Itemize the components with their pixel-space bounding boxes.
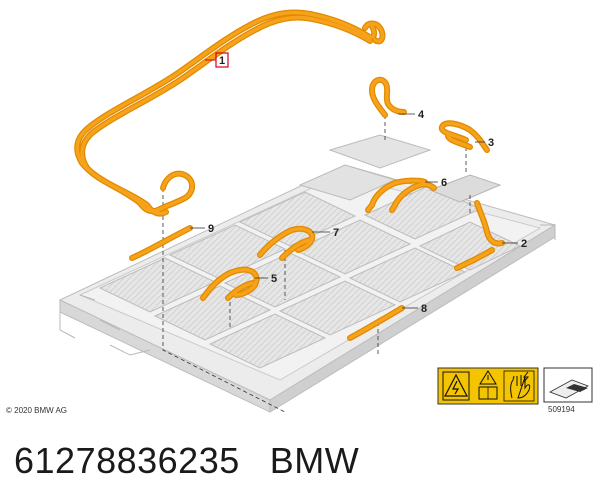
callout-number: 2 <box>521 238 527 250</box>
callout-9[interactable]: 9 <box>190 223 214 235</box>
tray-flange <box>59 224 556 356</box>
warning-label <box>437 367 539 405</box>
exploded-diagram: 1 4 3 6 2 7 9 5 8 <box>58 9 593 413</box>
callout-4[interactable]: 4 <box>398 109 425 121</box>
copyright: © 2020 BMW AG <box>6 406 68 415</box>
callout-number: 7 <box>333 227 339 239</box>
part-number: 61278836235 <box>14 440 240 481</box>
orientation-icon <box>543 367 593 403</box>
callout-number: 6 <box>441 177 447 189</box>
callout-8[interactable]: 8 <box>402 303 427 315</box>
cable-8 <box>347 305 405 341</box>
reference-number: 509194 <box>548 405 575 414</box>
high-voltage-icon <box>444 373 468 397</box>
cable-4 <box>369 76 407 118</box>
callout-number: 3 <box>488 137 494 149</box>
callout-number: 1 <box>219 55 225 67</box>
brand-name: BMW <box>269 440 360 481</box>
cable-2 <box>454 200 505 271</box>
cable-1 <box>74 9 386 217</box>
callout-1[interactable]: 1 <box>205 52 229 68</box>
battery-modules <box>98 134 522 369</box>
footer: 61278836235 BMW <box>14 440 359 482</box>
hand-warning-icon <box>503 370 535 402</box>
callout-number: 8 <box>421 303 427 315</box>
cable-3 <box>438 120 490 153</box>
callout-number: 9 <box>208 223 214 235</box>
callout-2[interactable]: 2 <box>502 238 527 250</box>
cable-9 <box>129 225 193 261</box>
callout-5[interactable]: 5 <box>255 273 277 285</box>
cable-7 <box>257 225 316 261</box>
callout-number: 5 <box>271 273 277 285</box>
cable-5 <box>200 266 260 301</box>
callout-number: 4 <box>418 109 425 121</box>
callout-7[interactable]: 7 <box>312 227 339 239</box>
manual-icon <box>478 370 498 400</box>
cable-6 <box>365 177 437 213</box>
callout-6[interactable]: 6 <box>425 177 447 189</box>
callout-3[interactable]: 3 <box>475 137 494 149</box>
